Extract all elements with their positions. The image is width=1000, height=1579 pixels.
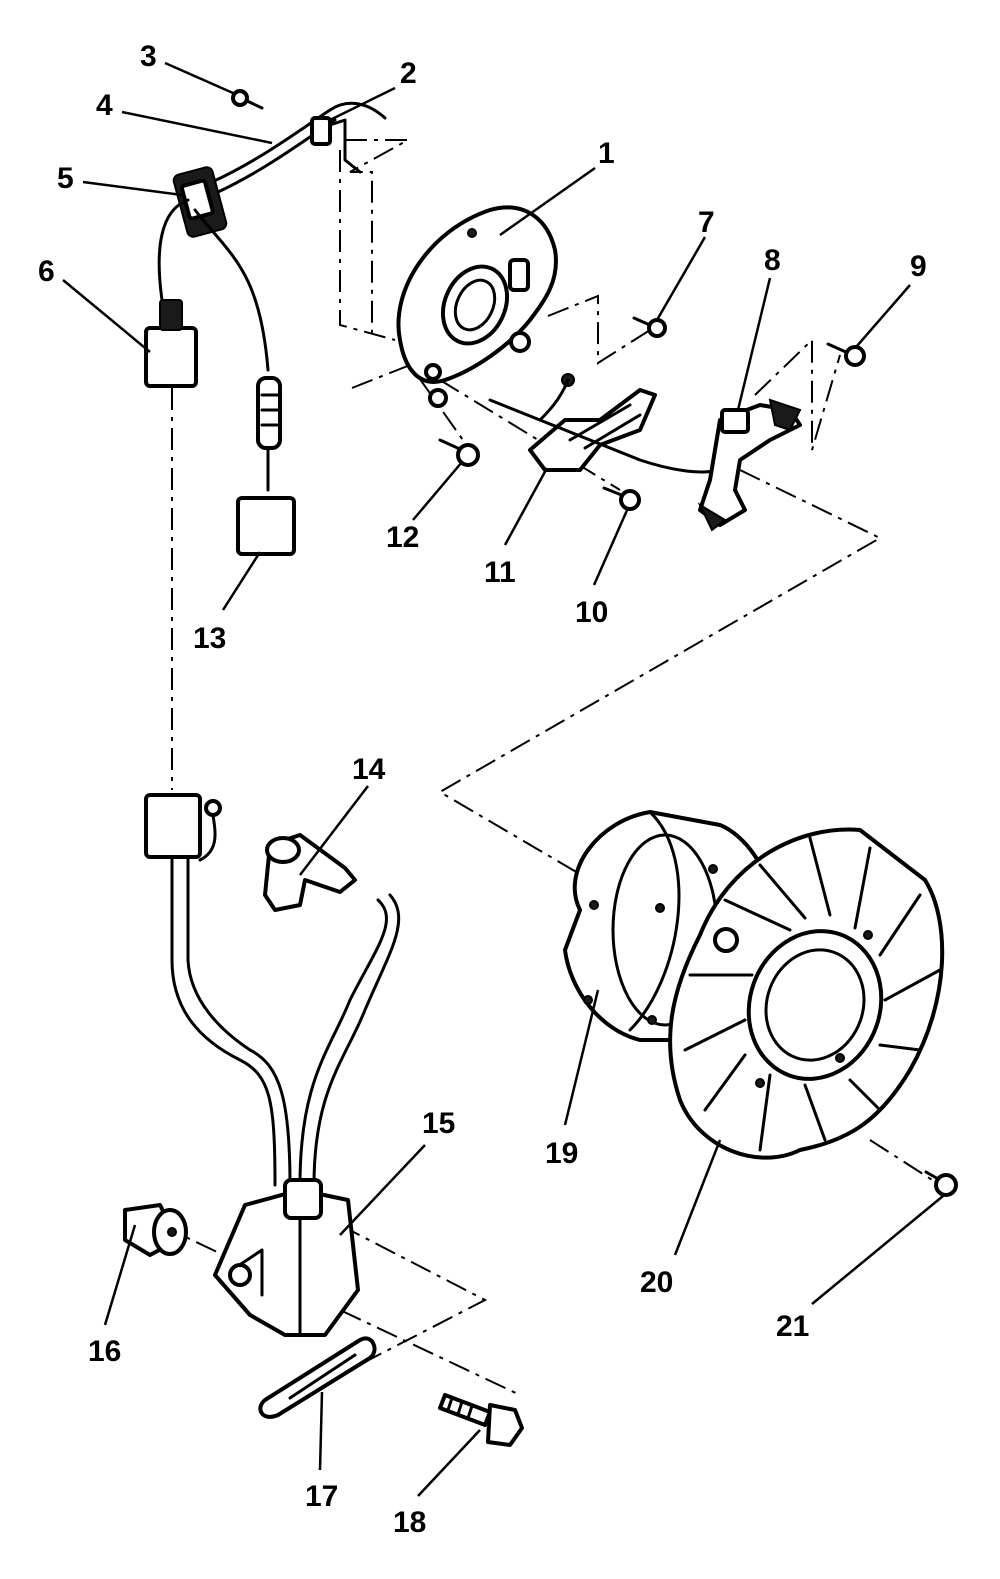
spacer — [123, 1203, 188, 1257]
screw-12 — [438, 438, 480, 467]
leader-12 — [412, 461, 463, 521]
callout-3: 3 — [140, 40, 157, 73]
callout-8: 8 — [764, 244, 781, 277]
leader-15 — [339, 1144, 426, 1236]
assembly-line-screw10 — [439, 379, 621, 491]
leader-2 — [329, 86, 396, 122]
leader-11 — [503, 467, 549, 546]
callout-12: 12 — [386, 521, 419, 554]
leader-5 — [82, 180, 183, 197]
coil-bolt — [438, 1393, 524, 1447]
leader-7 — [655, 236, 707, 321]
leader-21 — [811, 1195, 944, 1305]
leader-lines — [62, 61, 944, 1497]
callout-17: 17 — [305, 1480, 338, 1513]
callout-18: 18 — [393, 1506, 426, 1539]
callout-13: 13 — [193, 622, 226, 655]
leader-20 — [673, 1139, 722, 1256]
ignition-coil-leads — [144, 793, 401, 1187]
assembly-line-bracket — [345, 139, 409, 338]
assembly-line-strap — [329, 1224, 488, 1381]
screw-7 — [632, 316, 667, 338]
screw-21 — [924, 1170, 958, 1197]
screw-9 — [826, 342, 866, 367]
callout-21: 21 — [776, 1310, 809, 1343]
leader-10 — [592, 507, 630, 586]
wire-harness — [144, 89, 387, 556]
leader-1 — [499, 166, 596, 237]
leader-14 — [299, 785, 369, 876]
leader-6 — [62, 279, 151, 353]
spark-plug-cap — [263, 833, 357, 912]
callout-19: 19 — [545, 1137, 578, 1170]
ignition-coil — [213, 1178, 360, 1337]
cooling-fan — [668, 827, 945, 1160]
leader-13 — [221, 551, 262, 611]
callout-6: 6 — [38, 255, 55, 288]
leader-4 — [121, 110, 273, 145]
ground-strap — [258, 1336, 377, 1419]
assembly-line-screw21 — [869, 1139, 941, 1186]
leader-3 — [164, 61, 234, 95]
leader-19 — [563, 989, 600, 1126]
callout-15: 15 — [422, 1107, 455, 1140]
callout-2: 2 — [400, 57, 417, 90]
assembly-line-coil — [159, 1224, 521, 1396]
callout-9: 9 — [910, 250, 927, 283]
leader-18 — [417, 1429, 481, 1497]
leader-9 — [856, 284, 911, 347]
pickup-sensor — [697, 398, 802, 532]
screw-10 — [602, 486, 641, 511]
assembly-lines — [159, 139, 941, 1396]
leader-16 — [103, 1224, 137, 1326]
assembly-line-screw12 — [351, 363, 471, 451]
stator-plate — [396, 205, 558, 408]
callout-11: 11 — [484, 556, 516, 589]
callout-20: 20 — [640, 1266, 673, 1299]
leader-17 — [318, 1391, 324, 1471]
leader-8 — [736, 277, 772, 411]
callout-1: 1 — [598, 137, 615, 170]
callout-labels: 1 2 3 4 5 6 7 8 9 10 11 12 13 14 15 16 1… — [38, 40, 927, 1539]
callout-5: 5 — [57, 162, 74, 195]
callout-14: 14 — [352, 753, 386, 786]
assembly-line-to-flywheel — [438, 469, 883, 881]
assembly-line-screw9 — [754, 337, 841, 451]
assembly-line-screw7 — [547, 294, 651, 365]
assembly-line-plate-left — [339, 150, 396, 341]
callout-16: 16 — [88, 1335, 121, 1368]
callout-10: 10 — [575, 596, 608, 629]
callout-7: 7 — [698, 206, 715, 239]
callout-4: 4 — [96, 89, 113, 122]
coil-assembly — [488, 373, 722, 474]
